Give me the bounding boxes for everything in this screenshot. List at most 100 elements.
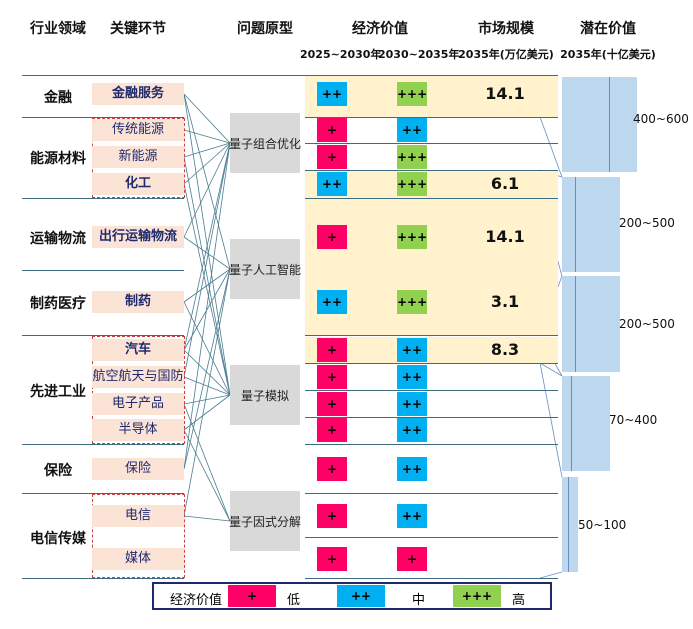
legend-mid-label: 中 xyxy=(412,593,426,608)
potential-bar xyxy=(562,477,578,572)
value-connector xyxy=(539,571,563,579)
row-divider xyxy=(305,335,558,336)
econ-value-2030: + xyxy=(317,118,347,142)
header-econ1: 2025~2030年 xyxy=(300,48,382,61)
section-divider xyxy=(22,578,184,579)
row-divider xyxy=(305,417,558,418)
connector-line xyxy=(183,394,231,405)
connector-line xyxy=(183,142,231,378)
market-size: 14.1 xyxy=(485,227,525,246)
key-link-item: 媒体 xyxy=(92,548,184,570)
value-connector xyxy=(539,362,563,377)
market-size: 6.1 xyxy=(490,174,520,193)
connector-line xyxy=(183,301,231,396)
section-divider xyxy=(22,444,184,445)
row-divider xyxy=(305,117,558,118)
econ-value-2030: + xyxy=(317,457,347,481)
row-divider xyxy=(305,537,558,538)
potential-value: 400~600 xyxy=(633,112,689,126)
connector-line xyxy=(183,515,231,522)
industry-label: 运输物流 xyxy=(30,231,86,247)
row-divider xyxy=(305,578,558,579)
key-link-item: 汽车 xyxy=(92,339,184,361)
connector-line xyxy=(183,142,231,158)
connector-line xyxy=(183,429,231,522)
potential-bar xyxy=(562,177,620,272)
econ-value-2035: +++ xyxy=(397,290,427,314)
connector-line xyxy=(183,93,231,396)
highlight-band xyxy=(305,75,558,117)
econ-value-2035: ++ xyxy=(397,457,427,481)
row-divider xyxy=(305,198,558,199)
connector-line xyxy=(183,142,231,238)
econ-value-2030: + xyxy=(317,504,347,528)
problem-prototype: 量子模拟 xyxy=(230,365,300,425)
section-divider xyxy=(22,493,184,494)
problem-prototype: 量子组合优化 xyxy=(229,113,301,173)
market-size: 8.3 xyxy=(490,340,520,359)
econ-value-2030: + xyxy=(317,392,347,416)
potential-value: 70~400 xyxy=(609,413,658,427)
industry-label: 金融 xyxy=(44,90,72,106)
header-potential-sub: 2035年(十亿美元) xyxy=(560,48,656,61)
header-divider xyxy=(22,75,558,76)
econ-value-2035: ++ xyxy=(397,365,427,389)
econ-value-2030: ++ xyxy=(317,172,347,196)
key-link-item: 金融服务 xyxy=(92,83,184,105)
key-link-item: 化工 xyxy=(92,173,184,195)
market-size: 3.1 xyxy=(490,292,520,311)
econ-value-2035: +++ xyxy=(397,145,427,169)
connector-line xyxy=(183,349,231,396)
legend-mid-swatch: ++ xyxy=(337,585,385,607)
econ-value-2030: + xyxy=(317,225,347,249)
value-connector xyxy=(539,116,563,178)
industry-label: 能源材料 xyxy=(30,151,86,167)
key-link-item: 保险 xyxy=(92,458,184,480)
connector-line xyxy=(183,183,231,396)
connector-line xyxy=(183,93,231,270)
potential-bar xyxy=(562,276,620,372)
group-outline xyxy=(92,336,185,444)
key-link-item: 电子产品 xyxy=(92,393,184,415)
highlight-band xyxy=(305,170,558,335)
connector-line xyxy=(183,142,231,185)
econ-value-2035: ++ xyxy=(397,504,427,528)
econ-value-2035: +++ xyxy=(397,225,427,249)
connector-line xyxy=(183,93,231,144)
group-outline xyxy=(92,494,185,578)
connector-line xyxy=(183,129,231,144)
legend-low-swatch: + xyxy=(228,585,276,607)
econ-value-2030: + xyxy=(317,418,347,442)
key-link-item: 新能源 xyxy=(92,146,184,168)
econ-value-2035: +++ xyxy=(397,172,427,196)
key-link-item: 半导体 xyxy=(92,419,184,441)
econ-value-2035: ++ xyxy=(397,418,427,442)
econ-value-2035: ++ xyxy=(397,118,427,142)
header-proto: 问题原型 xyxy=(237,21,293,37)
connector-line xyxy=(183,376,231,396)
potential-bar xyxy=(562,77,637,172)
econ-value-2030: + xyxy=(317,338,347,362)
connector-line xyxy=(183,403,231,522)
econ-value-2035: +++ xyxy=(397,82,427,106)
problem-prototype: 量子因式分解 xyxy=(229,491,301,551)
row-divider xyxy=(305,493,558,494)
header-industry: 行业领域 xyxy=(30,21,86,37)
legend-low-label: 低 xyxy=(287,593,301,608)
row-divider xyxy=(305,444,558,445)
econ-value-2035: ++ xyxy=(397,338,427,362)
section-divider xyxy=(22,335,184,336)
highlight-band xyxy=(305,337,558,363)
econ-value-2035: ++ xyxy=(397,392,427,416)
econ-value-2030: + xyxy=(317,365,347,389)
industry-label: 先进工业 xyxy=(30,384,86,400)
row-divider xyxy=(305,390,558,391)
header-potential: 潜在价值 xyxy=(580,21,636,37)
legend-high-label: 高 xyxy=(512,593,526,608)
header-econ: 经济价值 xyxy=(352,21,408,37)
row-divider xyxy=(305,363,558,364)
key-link-item: 传统能源 xyxy=(92,119,184,141)
potential-bar xyxy=(562,376,610,471)
connector-line xyxy=(183,268,231,470)
